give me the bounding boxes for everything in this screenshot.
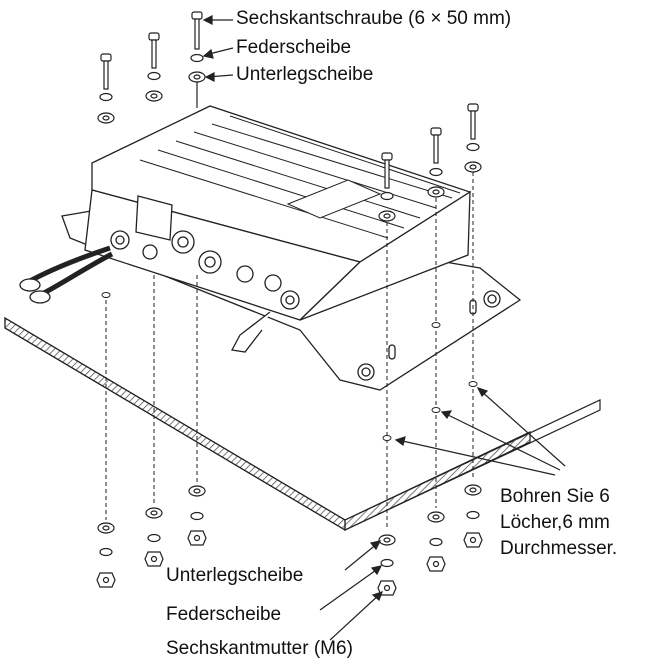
leader-lines bbox=[202, 15, 566, 641]
label-hex-bolt: Sechskantschraube (6 × 50 mm) bbox=[236, 8, 512, 29]
label-flat-washer-top: Unterlegscheibe bbox=[236, 64, 374, 85]
nut-stack-4 bbox=[377, 534, 397, 596]
label-hex-nut: Sechskantmutter (M6) bbox=[166, 638, 353, 659]
label-spring-washer-bottom: Federscheibe bbox=[166, 604, 282, 625]
mounting-panel bbox=[4, 316, 601, 532]
bolt-stack-2 bbox=[145, 32, 163, 102]
nut-stack-1 bbox=[96, 522, 116, 588]
label-spring-washer-top: Federscheibe bbox=[236, 37, 352, 58]
alignment-lines bbox=[105, 172, 474, 530]
label-drill-line2: Löcher,6 mm bbox=[500, 512, 610, 533]
nut-stack-3 bbox=[187, 485, 207, 546]
nut-stack-6 bbox=[463, 484, 483, 548]
bolt-stack-5 bbox=[427, 127, 445, 198]
radio-side bbox=[299, 190, 471, 321]
nut-stack-2 bbox=[144, 507, 164, 567]
bolt-stack-4 bbox=[378, 152, 396, 222]
radio-display bbox=[135, 195, 173, 241]
radio-unit bbox=[19, 105, 522, 391]
drill-holes bbox=[101, 292, 478, 441]
bolt-stack-3 bbox=[188, 11, 206, 108]
label-flat-washer-bottom: Unterlegscheibe bbox=[166, 565, 304, 586]
bolt-stack-1 bbox=[97, 53, 115, 124]
nut-stack-5 bbox=[426, 511, 446, 572]
label-drill-line1: Bohren Sie 6 bbox=[500, 486, 610, 507]
label-drill-line3: Durchmesser. bbox=[500, 538, 618, 559]
bolt-stack-6 bbox=[464, 103, 482, 173]
